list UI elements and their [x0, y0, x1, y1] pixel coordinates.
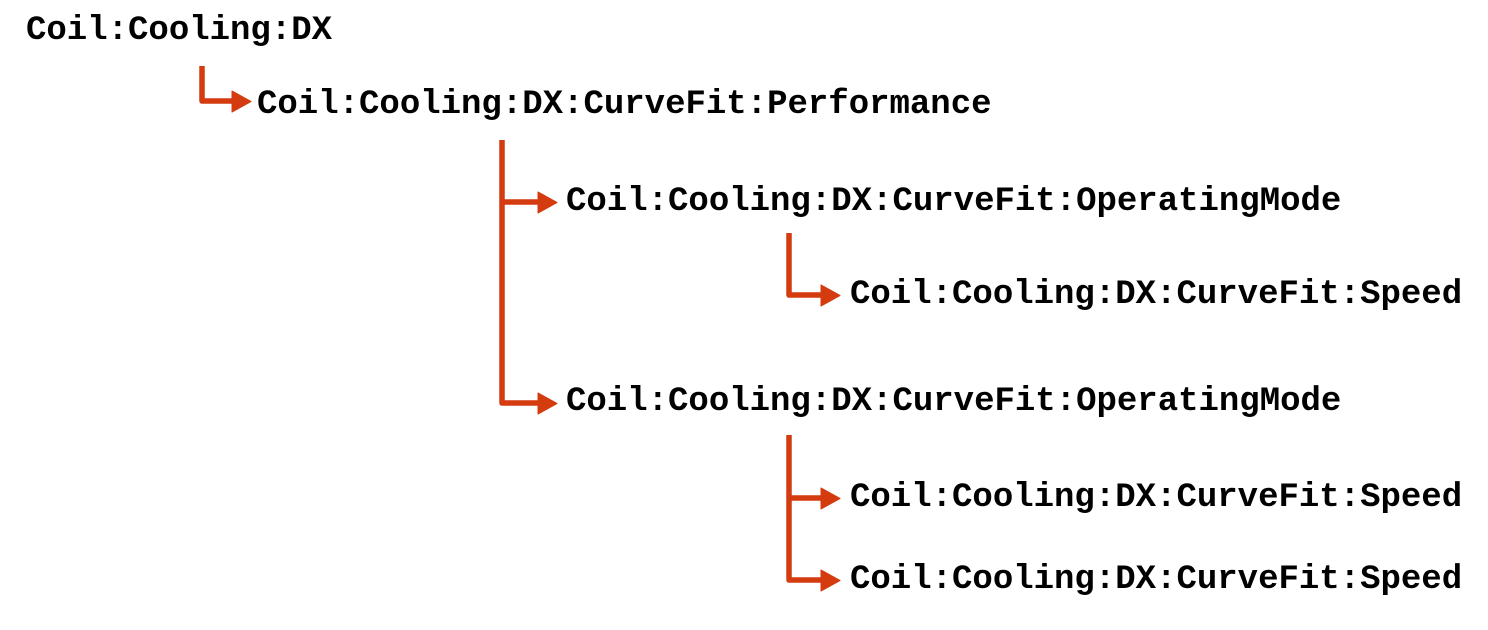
arrowhead-icon: [231, 90, 252, 113]
arrowhead-icon: [820, 284, 841, 307]
connector-operatingmode1-to-speed: [786, 233, 841, 307]
connector-performance-to-operatingmodes: [499, 140, 558, 415]
node-curvefit-operatingmode-1: Coil:Cooling:DX:CurveFit:OperatingMode: [566, 183, 1342, 221]
node-curvefit-speed-2: Coil:Cooling:DX:CurveFit:Speed: [850, 479, 1463, 517]
connector-operatingmode2-to-speeds: [786, 435, 841, 592]
connector-line: [199, 66, 232, 104]
node-curvefit-speed-3: Coil:Cooling:DX:CurveFit:Speed: [850, 561, 1463, 599]
connector-line: [499, 140, 538, 406]
node-curvefit-speed-1: Coil:Cooling:DX:CurveFit:Speed: [850, 276, 1463, 314]
node-curvefit-operatingmode-2: Coil:Cooling:DX:CurveFit:OperatingMode: [566, 383, 1342, 421]
arrowhead-icon: [820, 569, 841, 592]
connector-line: [786, 233, 821, 298]
connector-root-to-performance: [199, 66, 252, 113]
arrowhead-icon: [537, 191, 558, 214]
node-curvefit-performance: Coil:Cooling:DX:CurveFit:Performance: [257, 86, 992, 124]
connector-line: [786, 435, 821, 583]
arrowhead-icon: [820, 487, 841, 510]
arrowhead-icon: [537, 392, 558, 415]
node-coil-cooling-dx: Coil:Cooling:DX: [26, 12, 333, 50]
